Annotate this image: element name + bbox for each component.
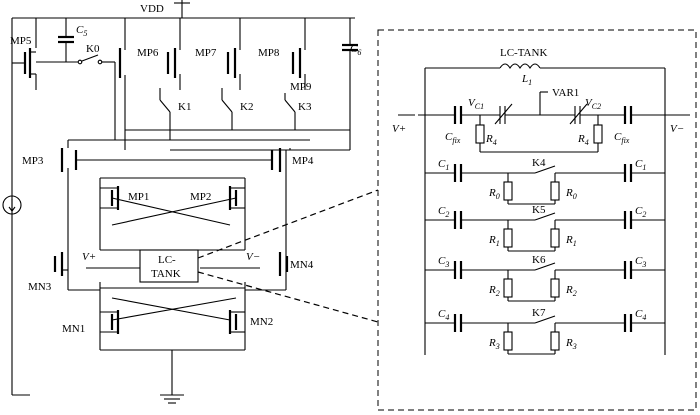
mn4-label: MN4 [290, 259, 314, 271]
mp2-label: MP2 [190, 191, 211, 203]
current-source-icon [2, 195, 22, 215]
mn2-label: MN2 [250, 316, 273, 328]
bank-res-right-label: R2 [565, 284, 577, 298]
bank-res-right-label: R0 [565, 187, 577, 201]
bank-resistor-left [503, 181, 513, 201]
inductor-label: L1 [521, 73, 532, 87]
detail-vplus-label: V+ [392, 123, 406, 135]
cfix-left-label: Cfix [445, 131, 461, 145]
vminus-node-label: V− [246, 251, 260, 263]
bank-cap-right-label: C2 [635, 205, 646, 219]
bank-res-left-label: R3 [488, 337, 500, 351]
zoom-line-bottom [197, 271, 379, 323]
lc-tank-detail: LC-TANK L1 VAR1 VC1 VC2 [392, 47, 690, 355]
mp6-label: MP6 [137, 47, 159, 59]
c5-label: C5 [76, 24, 87, 38]
bank-resistor-right [550, 181, 560, 201]
bank-cap-left-label: C4 [438, 308, 449, 322]
detail-vminus-label: V− [670, 123, 684, 135]
bank-resistor-right [550, 278, 560, 298]
mp7-label: MP7 [195, 47, 217, 59]
vplus-node-label: V+ [82, 251, 96, 263]
var1-label: VAR1 [552, 87, 579, 99]
mp4-label: MP4 [292, 155, 314, 167]
bank-cap-left-label: C2 [438, 205, 449, 219]
bank-res-right-label: R3 [565, 337, 577, 351]
c6-label: C6 [350, 43, 361, 57]
mp7-group: MP7 K2 [195, 18, 253, 130]
bank-cap-right-label: C3 [635, 255, 646, 269]
bank-resistor-left [503, 278, 513, 298]
zoom-line-top [197, 189, 379, 259]
lc-tank-block [139, 249, 199, 283]
mn3-label: MN3 [28, 281, 52, 293]
bank-res-left-label: R2 [488, 284, 500, 298]
r4-right-label: R4 [577, 133, 589, 147]
r4-left-label: R4 [485, 133, 497, 147]
bank-cap-left-label: C1 [438, 158, 449, 172]
bank-res-right-label: R1 [565, 234, 577, 248]
vdd-label: VDD [140, 3, 164, 15]
k2-label: K2 [240, 101, 253, 113]
bank-switch-label: K4 [532, 157, 546, 169]
detail-title: LC-TANK [500, 47, 547, 59]
cfix-right-label: Cfix [614, 131, 630, 145]
lc-tank-detail-box [377, 29, 697, 411]
mp3-label: MP3 [22, 155, 44, 167]
k1-label: K1 [178, 101, 191, 113]
bank-resistor-left [503, 331, 513, 351]
lc-tank-label-1: LC- [158, 254, 176, 266]
mp8-label: MP8 [258, 47, 280, 59]
mp8-group: MP8 MP9 K3 [258, 18, 312, 130]
bank-resistor-left [503, 228, 513, 248]
bank-cap-right-label: C1 [635, 158, 646, 172]
mp6-group: MP6 K1 [137, 18, 191, 130]
mp5-label: MP5 [10, 35, 32, 47]
k0-label: K0 [86, 43, 100, 55]
bank-resistor-right [550, 228, 560, 248]
bank-switch-label: K7 [532, 307, 546, 319]
main-vco-circuit: VDD C5 MP5 K0 [2, 0, 361, 404]
bank-cap-right-label: C4 [635, 308, 646, 322]
mp1-label: MP1 [128, 191, 149, 203]
mp9-label: MP9 [290, 81, 312, 93]
bank-resistor-right [550, 331, 560, 351]
vc2-label: VC2 [585, 97, 601, 111]
bank-res-left-label: R0 [488, 187, 500, 201]
k3-label: K3 [298, 101, 312, 113]
bank-cap-left-label: C3 [438, 255, 449, 269]
inductor-icon [499, 63, 541, 70]
bank-switch-label: K6 [532, 254, 546, 266]
bank-res-left-label: R1 [488, 234, 500, 248]
vc1-label: VC1 [468, 97, 484, 111]
bank-switch-label: K5 [532, 204, 546, 216]
mn1-label: MN1 [62, 323, 85, 335]
lc-tank-label-2: TANK [151, 268, 181, 280]
